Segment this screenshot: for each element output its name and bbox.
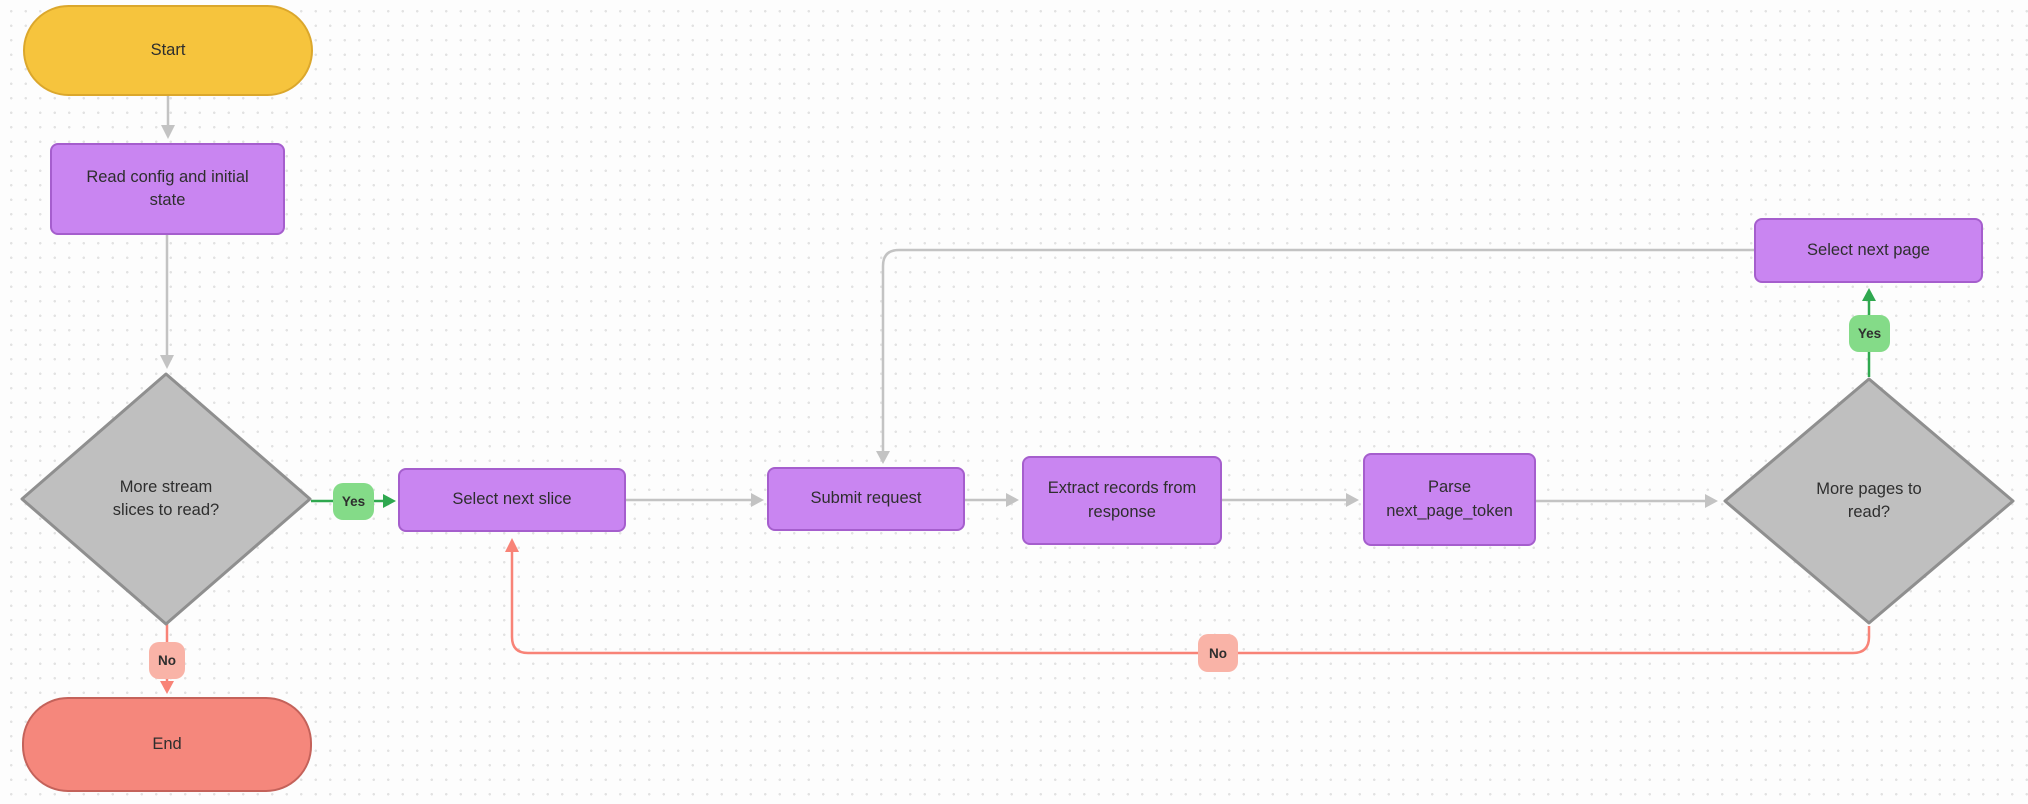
arrowhead-next-page-submit — [876, 451, 890, 464]
node-select-next-page: Select next page — [1754, 218, 1983, 283]
edge-label-yes-slices: Yes — [333, 483, 374, 520]
node-extract-records: Extract records from response — [1022, 456, 1222, 545]
edge-label-no-pages: No — [1198, 634, 1238, 672]
decision-more-slices — [20, 372, 312, 626]
arrowhead-extract-parse — [1346, 493, 1359, 507]
arrowhead-submit-extract — [1006, 493, 1019, 507]
arrowhead-start-read-config — [161, 125, 175, 139]
node-end: End — [22, 697, 312, 792]
arrowhead-more-pages-yes — [1862, 288, 1876, 301]
arrowhead-more-slices-yes — [383, 494, 396, 508]
node-submit-request: Submit request — [767, 467, 965, 531]
edge-more-pages-no — [510, 552, 1871, 655]
node-select-next-slice: Select next slice — [398, 468, 626, 532]
arrowhead-more-slices-no — [160, 681, 174, 694]
node-read-config: Read config and initial state — [50, 143, 285, 235]
decision-more-pages — [1723, 377, 2015, 625]
edge-next-page-submit — [881, 248, 1754, 451]
edge-label-yes-pages: Yes — [1849, 315, 1890, 352]
edge-label-no-slices: No — [149, 642, 185, 679]
arrowhead-slice-submit — [751, 493, 764, 507]
node-start: Start — [23, 5, 313, 96]
arrowhead-parse-more-pages — [1705, 494, 1718, 508]
arrowhead-more-pages-no — [505, 538, 519, 552]
node-parse-token: Parse next_page_token — [1363, 453, 1536, 546]
arrowhead-read-config-more-slices — [160, 355, 174, 369]
